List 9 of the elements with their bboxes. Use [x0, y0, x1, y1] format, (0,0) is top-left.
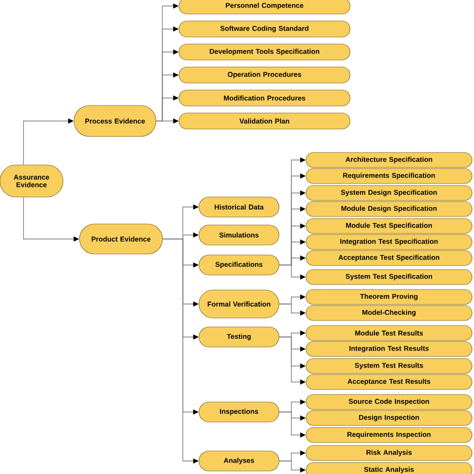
arrow [278, 460, 306, 473]
arrow [278, 264, 306, 280]
arrow [278, 412, 306, 438]
arrow [278, 304, 306, 316]
arrow [162, 238, 199, 464]
arrow [23, 118, 74, 166]
arrow [278, 336, 306, 385]
arrow [156, 118, 179, 124]
arrow [23, 196, 80, 242]
